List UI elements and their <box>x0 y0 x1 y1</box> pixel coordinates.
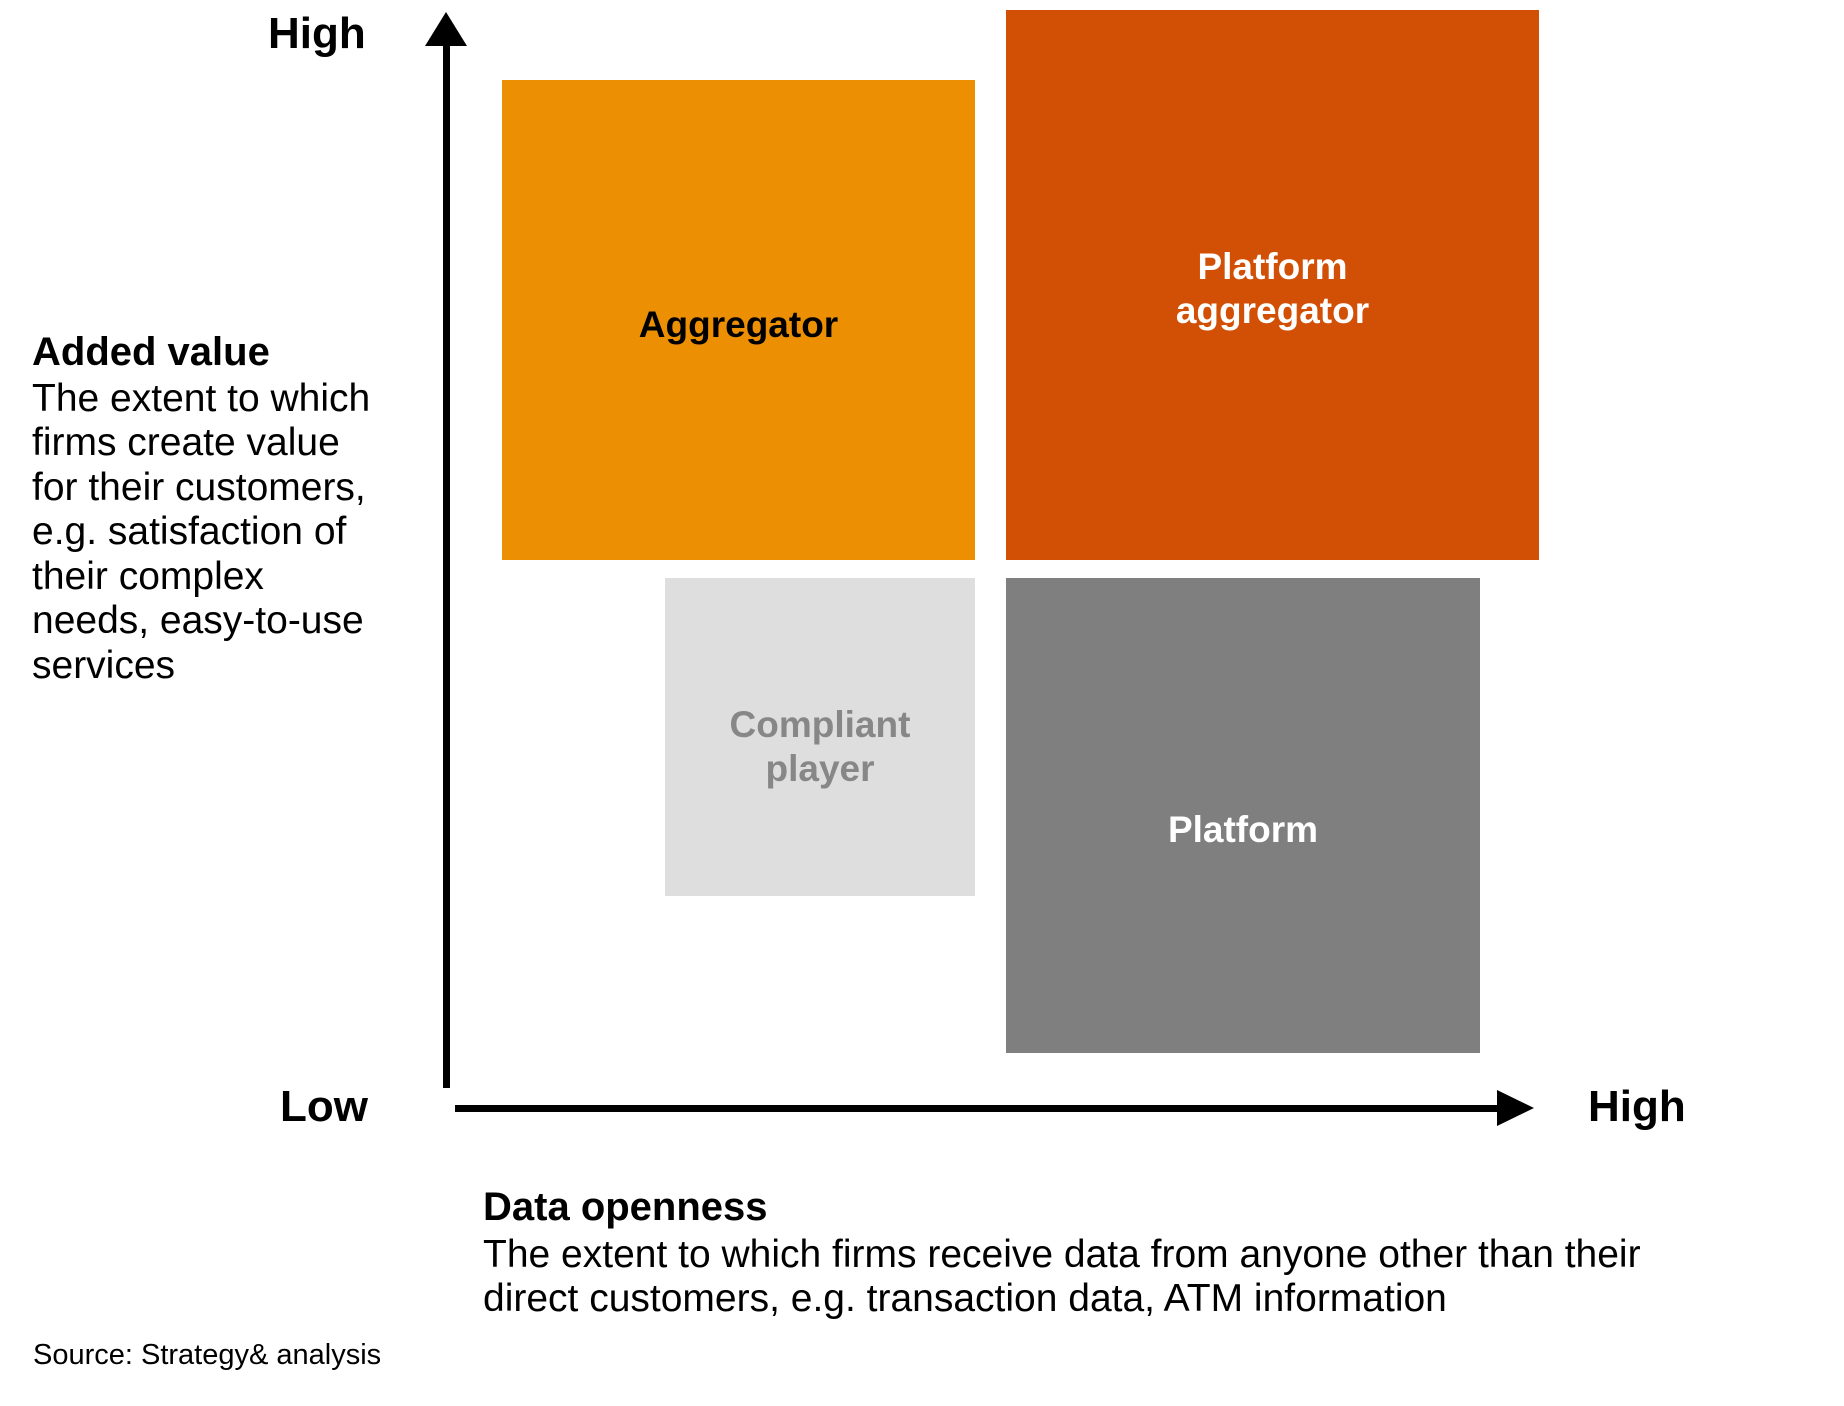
x-axis-line <box>455 1105 1505 1112</box>
quadrant-aggregator-label: Aggregator <box>638 304 839 345</box>
y-axis-caption-body: The extent to which firms create value f… <box>32 376 371 687</box>
y-axis-caption-title: Added value <box>32 330 270 374</box>
quadrant-platform-aggregator: Platform aggregator <box>1006 10 1539 560</box>
x-axis-low-label: Low <box>280 1082 368 1131</box>
quadrant-platform-aggregator-label: Platform aggregator <box>1175 246 1370 331</box>
y-axis-arrow-icon <box>425 12 467 46</box>
quadrant-platform-label: Platform <box>1167 809 1319 850</box>
x-axis-caption-body: The extent to which firms receive data f… <box>483 1232 1641 1321</box>
source-note: Source: Strategy& analysis <box>33 1339 382 1371</box>
quadrant-aggregator: Aggregator <box>502 80 975 560</box>
x-axis-caption-title: Data openness <box>483 1185 768 1229</box>
x-axis-high-label: High <box>1588 1082 1686 1131</box>
y-axis-line <box>443 38 450 1088</box>
y-axis-high-label: High <box>268 9 366 58</box>
y-axis-caption: Added value The extent to which firms cr… <box>32 330 372 688</box>
x-axis-arrow-icon <box>1497 1090 1534 1126</box>
quadrant-compliant-player: Compliant player <box>665 578 975 896</box>
x-axis-caption: Data openness The extent to which firms … <box>483 1185 1683 1322</box>
quadrant-platform: Platform <box>1006 578 1480 1053</box>
quadrant-compliant-player-label: Compliant player <box>729 704 911 789</box>
